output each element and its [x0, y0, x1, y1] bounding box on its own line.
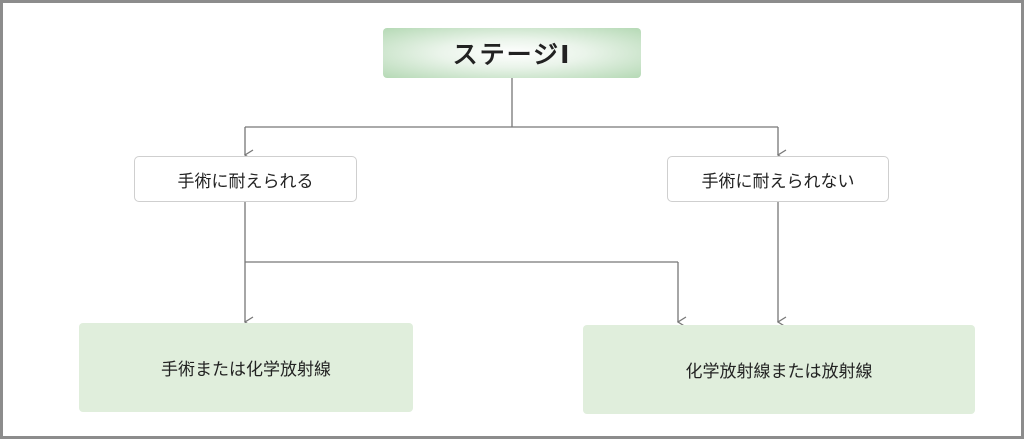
treatment-chemoradiation-or-radiation-label: 化学放射線または放射線 — [685, 362, 873, 382]
treatment-surgery-or-chemoradiation-box: 手術または化学放射線 — [79, 323, 413, 412]
condition-operable-box: 手術に耐えられる — [134, 156, 357, 202]
treatment-surgery-or-chemoradiation-label: 手術または化学放射線 — [161, 360, 331, 380]
stage-title-box: ステージⅠ — [383, 28, 641, 78]
stage-title-label: ステージⅠ — [452, 40, 572, 69]
condition-inoperable-label: 手術に耐えられない — [701, 171, 855, 192]
condition-inoperable-box: 手術に耐えられない — [667, 156, 889, 202]
treatment-chemoradiation-or-radiation-box: 化学放射線または放射線 — [583, 325, 975, 414]
condition-operable-label: 手術に耐えられる — [177, 171, 314, 192]
